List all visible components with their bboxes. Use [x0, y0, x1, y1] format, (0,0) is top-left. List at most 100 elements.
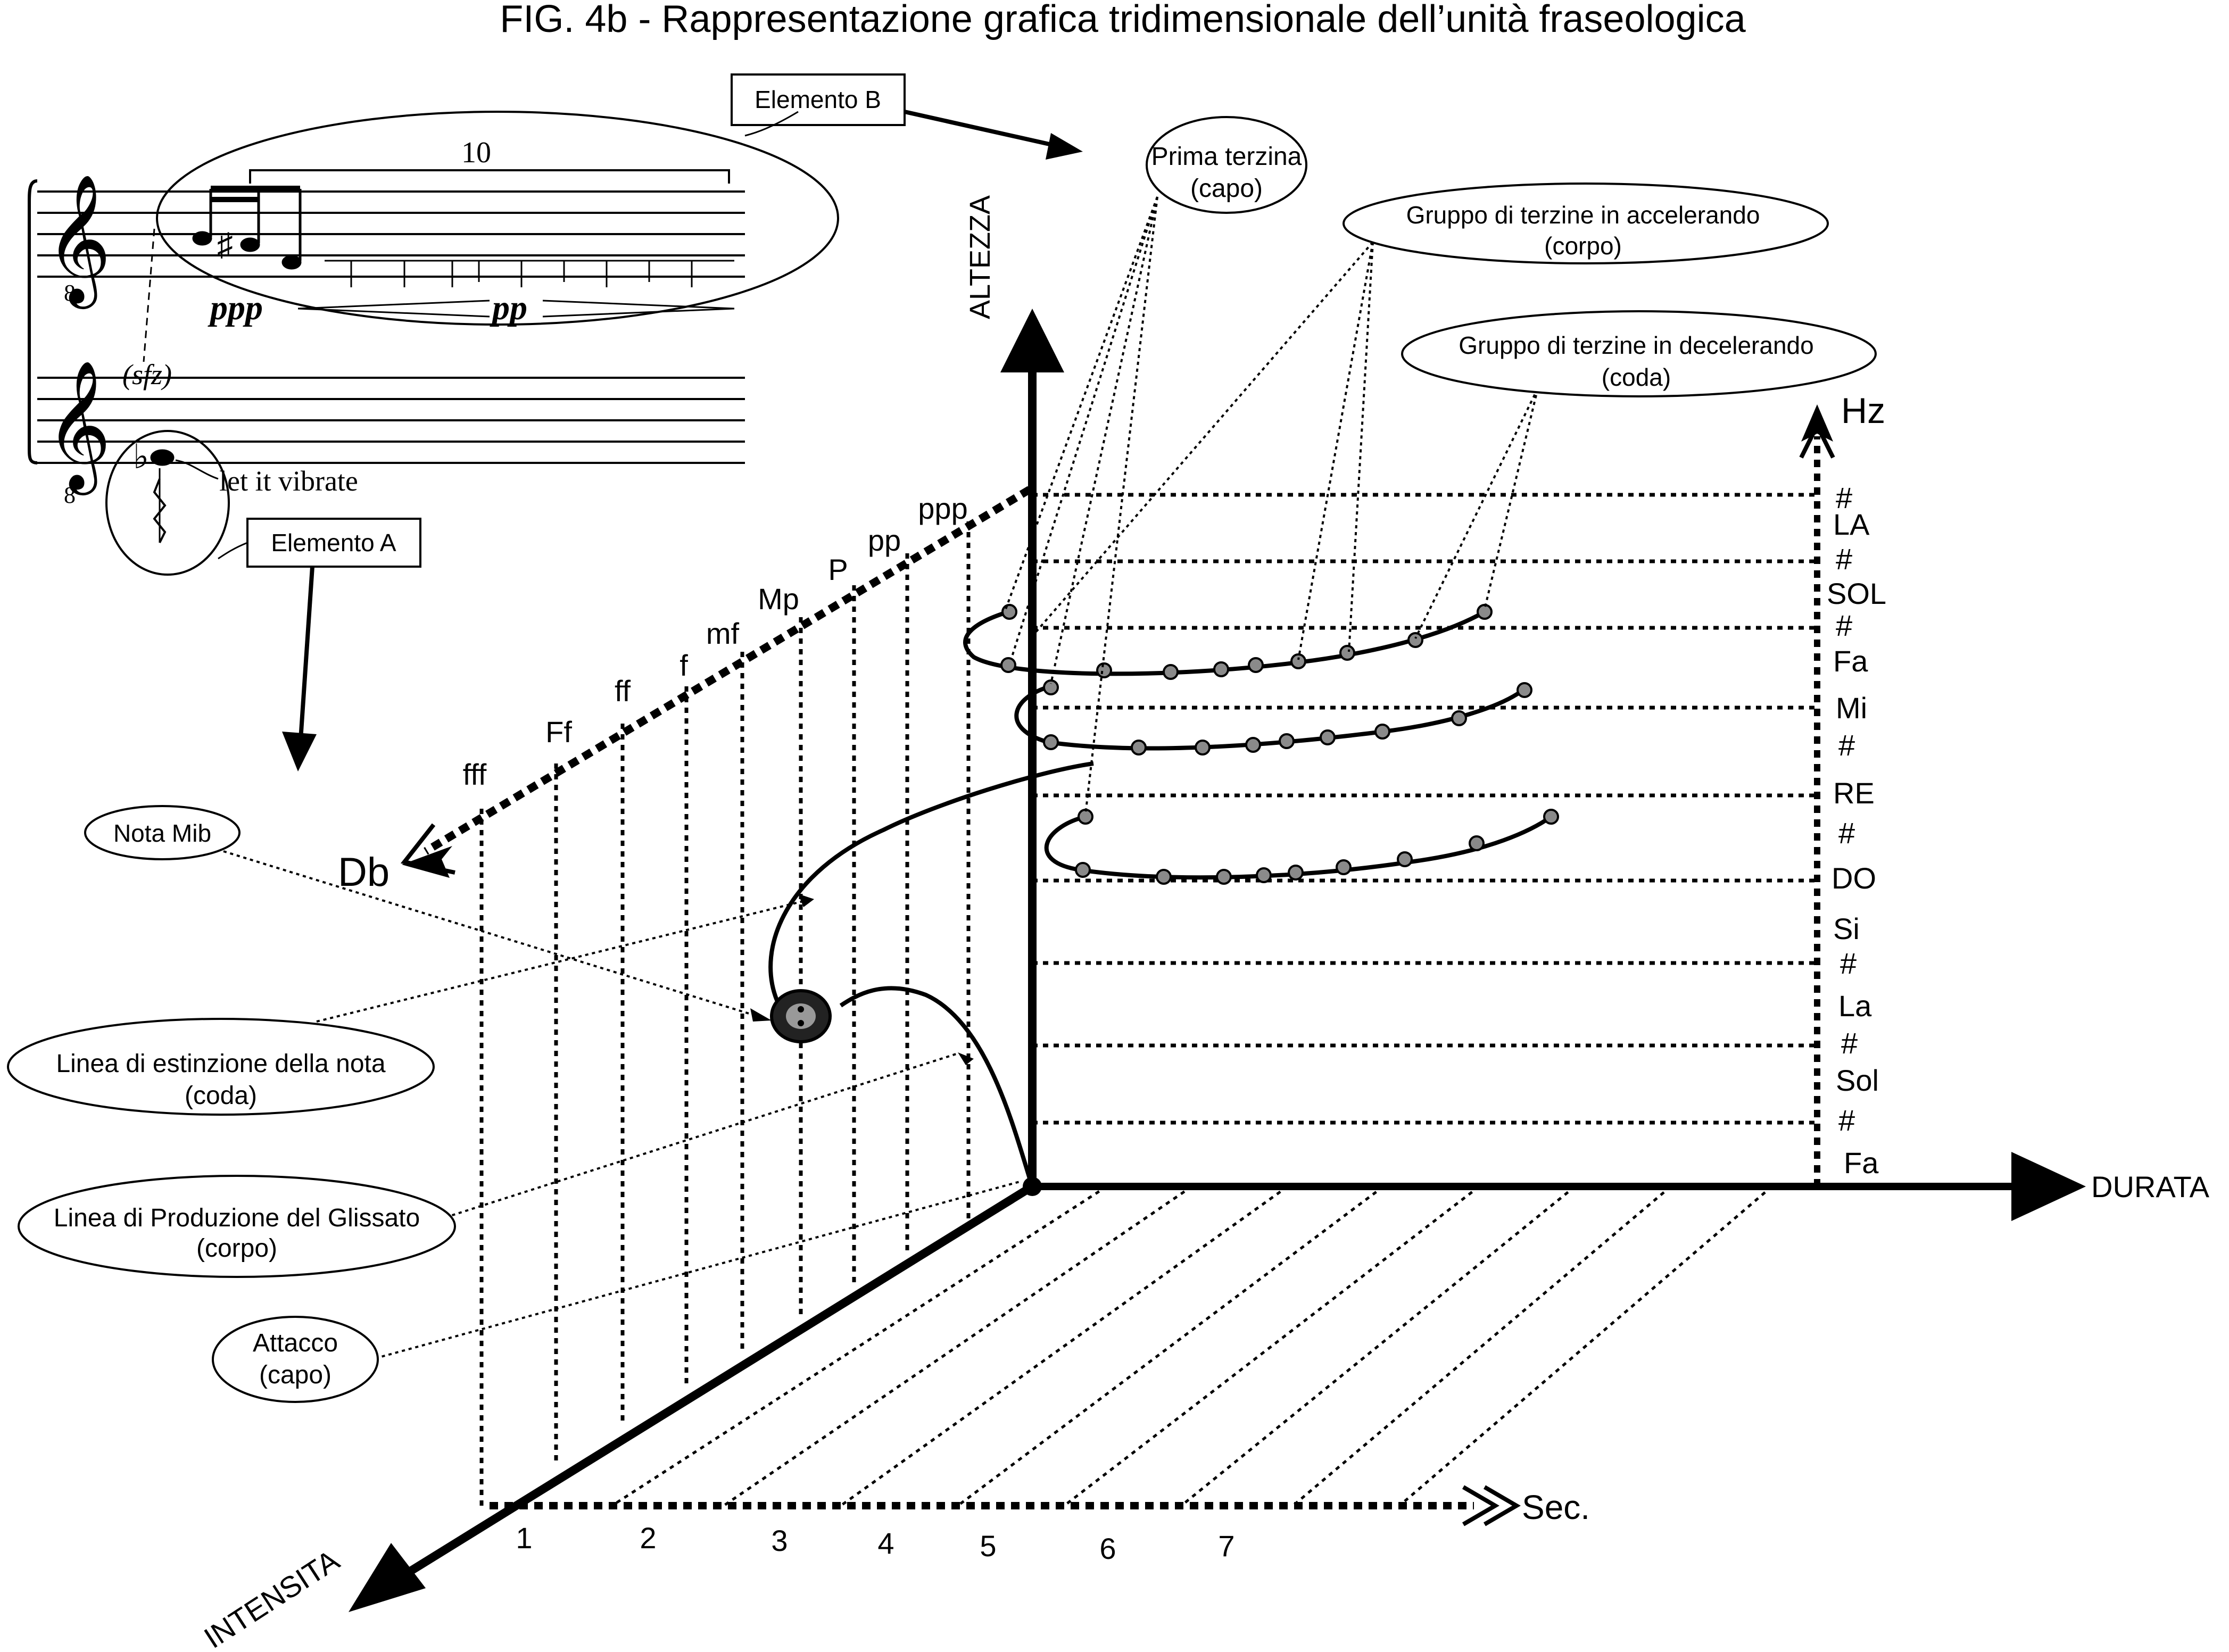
svg-text:pp: pp	[868, 524, 901, 557]
svg-text:Mi: Mi	[1836, 691, 1867, 725]
svg-text:#: #	[1838, 728, 1855, 762]
svg-text:2: 2	[640, 1521, 656, 1555]
leader-arrowhead	[958, 1052, 974, 1065]
leader-lines	[223, 196, 1539, 1363]
callout-produzione: Linea di Produzione del Glissato (corpo)	[18, 1175, 456, 1278]
svg-text:f: f	[680, 649, 688, 682]
nota-mib-point	[770, 989, 832, 1043]
svg-text:7: 7	[1218, 1529, 1234, 1563]
svg-text:RE: RE	[1833, 776, 1875, 810]
sharp-sign: ♯	[217, 227, 233, 262]
svg-text:(corpo): (corpo)	[196, 1234, 277, 1263]
svg-text:Prima terzina: Prima terzina	[1151, 143, 1302, 171]
sec-axis-label: Sec.	[1522, 1488, 1590, 1526]
svg-text:(coda): (coda)	[185, 1082, 257, 1110]
altezza-axis-label: ALTEZZA	[964, 195, 996, 319]
intensita-axis	[349, 1183, 1035, 1612]
svg-text:fff: fff	[463, 758, 487, 791]
hz-axis	[1799, 404, 1835, 1186]
svg-text:DO: DO	[1832, 861, 1876, 895]
tuplet-number: 10	[461, 136, 491, 169]
treble-clef-lower: 𝄞	[45, 362, 111, 495]
svg-text:#: #	[1838, 1103, 1855, 1137]
svg-text:Elemento B: Elemento B	[755, 86, 881, 113]
svg-text:La: La	[1838, 989, 1872, 1023]
svg-text:P: P	[828, 553, 848, 586]
callout-attacco: Attacco (capo)	[212, 1316, 379, 1403]
music-score	[28, 111, 839, 576]
callout-nota-mib: Nota Mib	[84, 805, 241, 860]
note-dots	[1000, 604, 1559, 885]
origin-point	[1023, 1177, 1042, 1196]
flat-sign: ♭	[133, 438, 149, 476]
svg-text:Si: Si	[1833, 912, 1860, 945]
leader-arrowhead	[750, 1008, 772, 1022]
svg-text:ppp: ppp	[918, 492, 967, 525]
note-mib-head	[150, 449, 175, 466]
pitch-labels: # LA # SOL # Fa Mi # RE # DO Si # La # S…	[1827, 481, 1886, 1180]
seconds-axis	[490, 1485, 1521, 1526]
let-it-vibrate-text: let it vibrate	[219, 465, 358, 497]
elemento-b-ellipse	[156, 111, 839, 326]
svg-text:#: #	[1836, 481, 1852, 514]
callout-decelerando: Gruppo di terzine in decelerando (coda)	[1401, 310, 1877, 397]
svg-text:(corpo): (corpo)	[1544, 232, 1622, 260]
svg-text:ff: ff	[615, 674, 631, 708]
callout-prima-terzina: Prima terzina (capo)	[1146, 116, 1307, 214]
note-head	[192, 231, 212, 246]
svg-text:5: 5	[980, 1529, 996, 1563]
staff-upper	[37, 190, 745, 278]
dynamic-ppp: ppp	[208, 288, 263, 327]
svg-text:#: #	[1836, 609, 1852, 642]
svg-text:Nota Mib: Nota Mib	[113, 819, 211, 847]
octave-mark-upper: 8	[64, 280, 76, 306]
svg-text:Linea di Produzione del Glissa: Linea di Produzione del Glissato	[54, 1204, 420, 1232]
svg-text:SOL: SOL	[1827, 577, 1886, 610]
figure-title: FIG. 4b - Rappresentazione grafica tridi…	[500, 0, 1746, 40]
elemento-b-callout: Elemento B	[731, 73, 1083, 160]
octave-mark-lower: 8	[64, 482, 76, 508]
svg-text:3: 3	[771, 1524, 788, 1557]
svg-text:LA: LA	[1833, 508, 1870, 541]
leader-arrowhead	[798, 894, 814, 907]
svg-text:Gruppo di terzine in deceleran: Gruppo di terzine in decelerando	[1459, 331, 1813, 359]
svg-text:Mp: Mp	[758, 582, 799, 616]
svg-text:mf: mf	[706, 617, 740, 650]
durata-axis-label: DURATA	[2091, 1170, 2210, 1203]
svg-text:Fa: Fa	[1833, 644, 1868, 678]
svg-text:Sol: Sol	[1836, 1064, 1879, 1097]
svg-text:Fa: Fa	[1844, 1146, 1879, 1180]
svg-text:Ff: Ff	[545, 715, 572, 749]
note-head	[281, 255, 302, 270]
svg-text:Gruppo di terzine in acceleran: Gruppo di terzine in accelerando	[1406, 201, 1760, 229]
callout-accelerando: Gruppo di terzine in accelerando (corpo)	[1343, 182, 1829, 264]
svg-text:#: #	[1841, 1026, 1858, 1060]
dynamic-pp: pp	[490, 288, 527, 327]
treble-clef-upper: 𝄞	[45, 176, 111, 309]
seconds-tick-labels: 1 2 3 4 5 6 7	[516, 1521, 1234, 1565]
svg-text:(capo): (capo)	[259, 1361, 332, 1389]
durata-axis	[1030, 1152, 2086, 1221]
svg-text:Elemento A: Elemento A	[271, 529, 396, 557]
db-axis	[400, 486, 1032, 878]
pitch-gridlines	[1032, 493, 1820, 1125]
seconds-floor-lines	[611, 1185, 1773, 1507]
note-head	[240, 237, 260, 252]
elemento-a-ellipse	[105, 430, 230, 576]
svg-text:(capo): (capo)	[1190, 175, 1263, 203]
dynamics-verticals	[479, 521, 971, 1506]
svg-text:Attacco: Attacco	[253, 1329, 338, 1357]
sfz-marking: (sfz)	[122, 359, 172, 391]
svg-text:#: #	[1838, 816, 1855, 850]
svg-text:6: 6	[1099, 1532, 1116, 1565]
intensita-axis-label: INTENSITA	[198, 1543, 345, 1652]
svg-text:Linea di estinzione della nota: Linea di estinzione della nota	[56, 1050, 385, 1078]
dynamics-labels: fff Ff ff f mf Mp P pp ppp	[463, 492, 968, 791]
svg-text:(coda): (coda)	[1602, 363, 1671, 391]
svg-text:#: #	[1840, 947, 1857, 980]
db-axis-label: Db	[338, 850, 390, 895]
phrase-curves	[768, 610, 1553, 1180]
svg-text:#: #	[1836, 542, 1852, 576]
